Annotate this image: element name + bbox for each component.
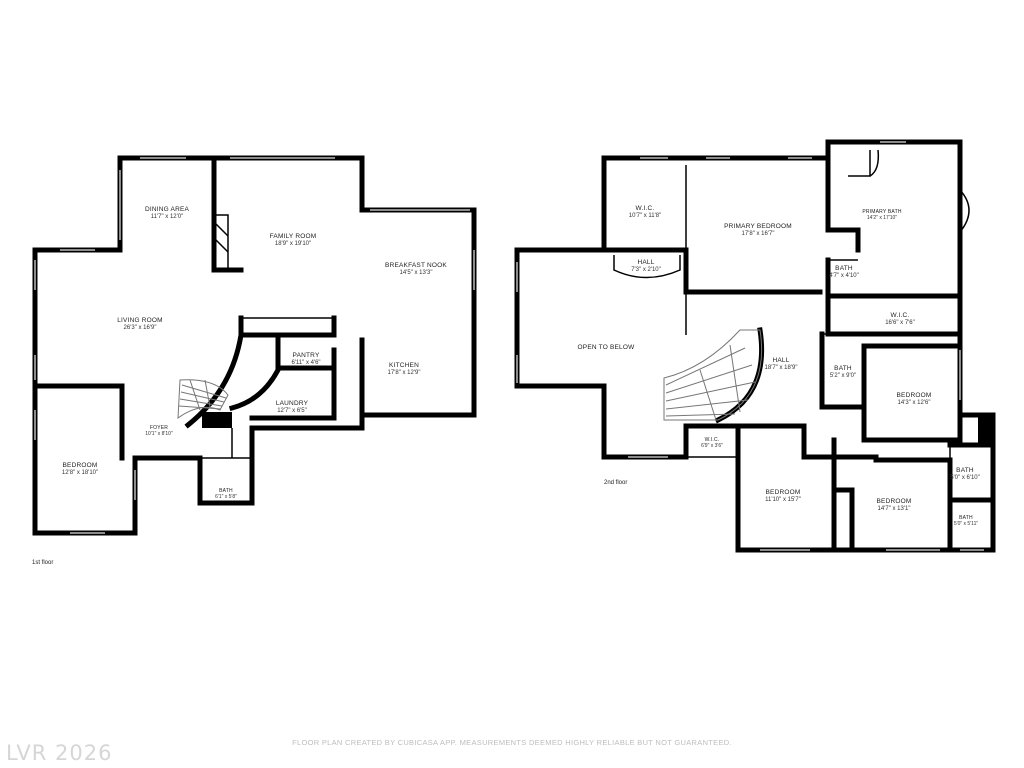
- room-name-bath-primary-small: BATH: [835, 265, 853, 272]
- room-dim-kitchen: 17'8" x 12'9": [388, 370, 421, 376]
- room-name-hall-small: HALL: [637, 259, 654, 266]
- room-dim-living-room: 26'3" x 16'9": [124, 325, 157, 331]
- room-name-bath-hall: BATH: [834, 365, 852, 372]
- room-dim-bedroom-east: 14'3" x 12'6": [898, 400, 931, 406]
- room-dim-laundry: 12'7" x 6'5": [277, 408, 307, 414]
- room-name-foyer: FOYER: [150, 425, 168, 431]
- room-name-bedroom-south: BEDROOM: [766, 489, 801, 496]
- first-floor-plan: DINING AREA 11'7" x 12'0" FAMILY ROOM 18…: [32, 155, 477, 566]
- room-dim-bath-hall: 5'2" x 9'0": [830, 373, 856, 379]
- room-dim-foyer: 10'1" x 8'10": [145, 431, 173, 437]
- room-dim-primary-bedroom: 17'8" x 16'7": [742, 231, 775, 237]
- room-name-bedroom-southeast: BEDROOM: [877, 498, 912, 505]
- room-name-laundry: LAUNDRY: [276, 400, 309, 407]
- room-name-hall: HALL: [772, 357, 789, 364]
- room-name-open-to-below: OPEN TO BELOW: [578, 344, 636, 351]
- floor-label-second: 2nd floor: [604, 480, 627, 486]
- room-name-dining-area: DINING AREA: [145, 206, 190, 213]
- room-dim-bedroom-southeast: 14'7" x 13'1": [878, 506, 911, 512]
- room-name-family-room: FAMILY ROOM: [270, 233, 317, 240]
- room-name-bath: BATH: [219, 488, 233, 494]
- floor-label-first: 1st floor: [32, 560, 53, 566]
- room-dim-hall: 18'7" x 18'9": [765, 365, 798, 371]
- room-dim-primary-bath: 14'2" x 17'10": [867, 215, 897, 221]
- room-name-primary-bedroom: PRIMARY BEDROOM: [724, 223, 792, 230]
- room-name-bedroom: BEDROOM: [63, 462, 98, 469]
- room-dim-pantry: 6'11" x 4'6": [291, 360, 320, 366]
- room-name-primary-bath: PRIMARY BATH: [862, 209, 902, 215]
- room-dim-family-room: 18'9" x 19'10": [275, 241, 311, 247]
- room-name-breakfast-nook: BREAKFAST NOOK: [385, 262, 447, 269]
- room-dim-bath-east: 5'0" x 6'10": [950, 475, 980, 481]
- room-dim-bath-primary-small: 4'7" x 4'10": [829, 273, 859, 279]
- room-dim-breakfast-nook: 14'5" x 13'3": [400, 270, 433, 276]
- room-name-bath-southeast: BATH: [959, 515, 973, 521]
- room-name-wic-small: W.I.C.: [705, 437, 720, 443]
- room-name-wic-primary: W.I.C.: [636, 205, 655, 212]
- room-name-bedroom-east: BEDROOM: [897, 392, 932, 399]
- room-name-bath-east: BATH: [956, 467, 974, 474]
- room-dim-wic-long: 16'6" x 7'6": [885, 320, 915, 326]
- room-dim-hall-small: 7'3" x 2'10": [631, 267, 661, 273]
- room-name-pantry: PANTRY: [293, 352, 320, 359]
- room-name-kitchen: KITCHEN: [389, 362, 419, 369]
- room-name-wic-long: W.I.C.: [891, 312, 910, 319]
- room-dim-bedroom-south: 11'10" x 15'7": [765, 497, 801, 503]
- room-dim-wic-primary: 10'7" x 11'8": [629, 213, 661, 219]
- room-name-living-room: LIVING ROOM: [117, 317, 163, 324]
- room-dim-bedroom: 12'8" x 18'10": [62, 470, 98, 476]
- room-dim-dining-area: 11'7" x 12'0": [151, 214, 183, 220]
- room-dim-wic-small: 6'9" x 3'6": [701, 443, 723, 449]
- footer-disclaimer: FLOOR PLAN CREATED BY CUBICASA APP. MEAS…: [292, 738, 732, 747]
- room-dim-bath-southeast: 5'0" x 5'11": [954, 521, 978, 527]
- room-dim-bath: 6'1" x 5'8": [215, 494, 237, 500]
- watermark: LVR 2026: [6, 741, 112, 765]
- second-floor-plan: W.I.C. 10'7" x 11'8" PRIMARY BEDROOM 17'…: [514, 139, 996, 553]
